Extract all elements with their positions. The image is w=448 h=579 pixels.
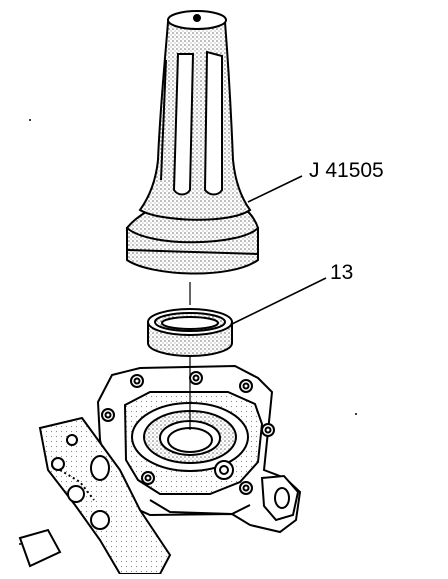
installer-tool	[125, 10, 260, 275]
scan-specks	[19, 119, 357, 545]
leader-line-tool	[247, 175, 303, 203]
leader-line-part	[231, 277, 327, 325]
bearing-ring	[147, 308, 233, 357]
leader-lines	[231, 175, 327, 325]
case-plate	[18, 416, 172, 575]
part-callout-label: 13	[330, 261, 354, 284]
tool-callout-label: J 41505	[309, 159, 384, 182]
transmission-housing	[96, 364, 302, 534]
